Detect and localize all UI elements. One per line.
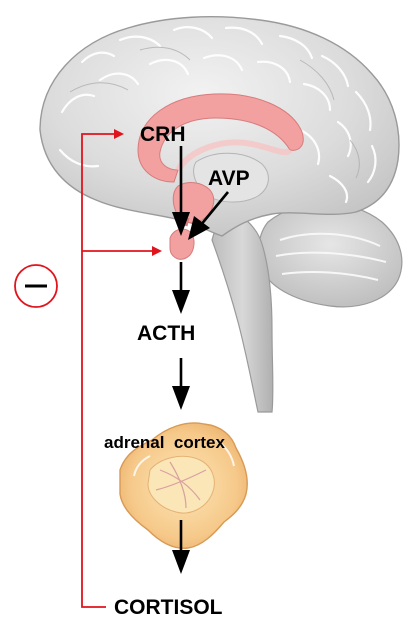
label-adrenal-cortex: adrenal cortex [104, 433, 225, 452]
label-cortisol: CORTISOL [114, 596, 223, 619]
brain-illustration [40, 17, 402, 412]
arrow-pituitary-to-acth [172, 262, 190, 314]
feedback-arrowhead-pituitary [152, 246, 162, 256]
label-acth: ACTH [137, 322, 195, 345]
label-crh: CRH [140, 123, 186, 146]
arrow-acth-to-adrenal [172, 358, 190, 410]
minus-circle-icon [15, 265, 57, 307]
label-avp: AVP [208, 167, 250, 190]
